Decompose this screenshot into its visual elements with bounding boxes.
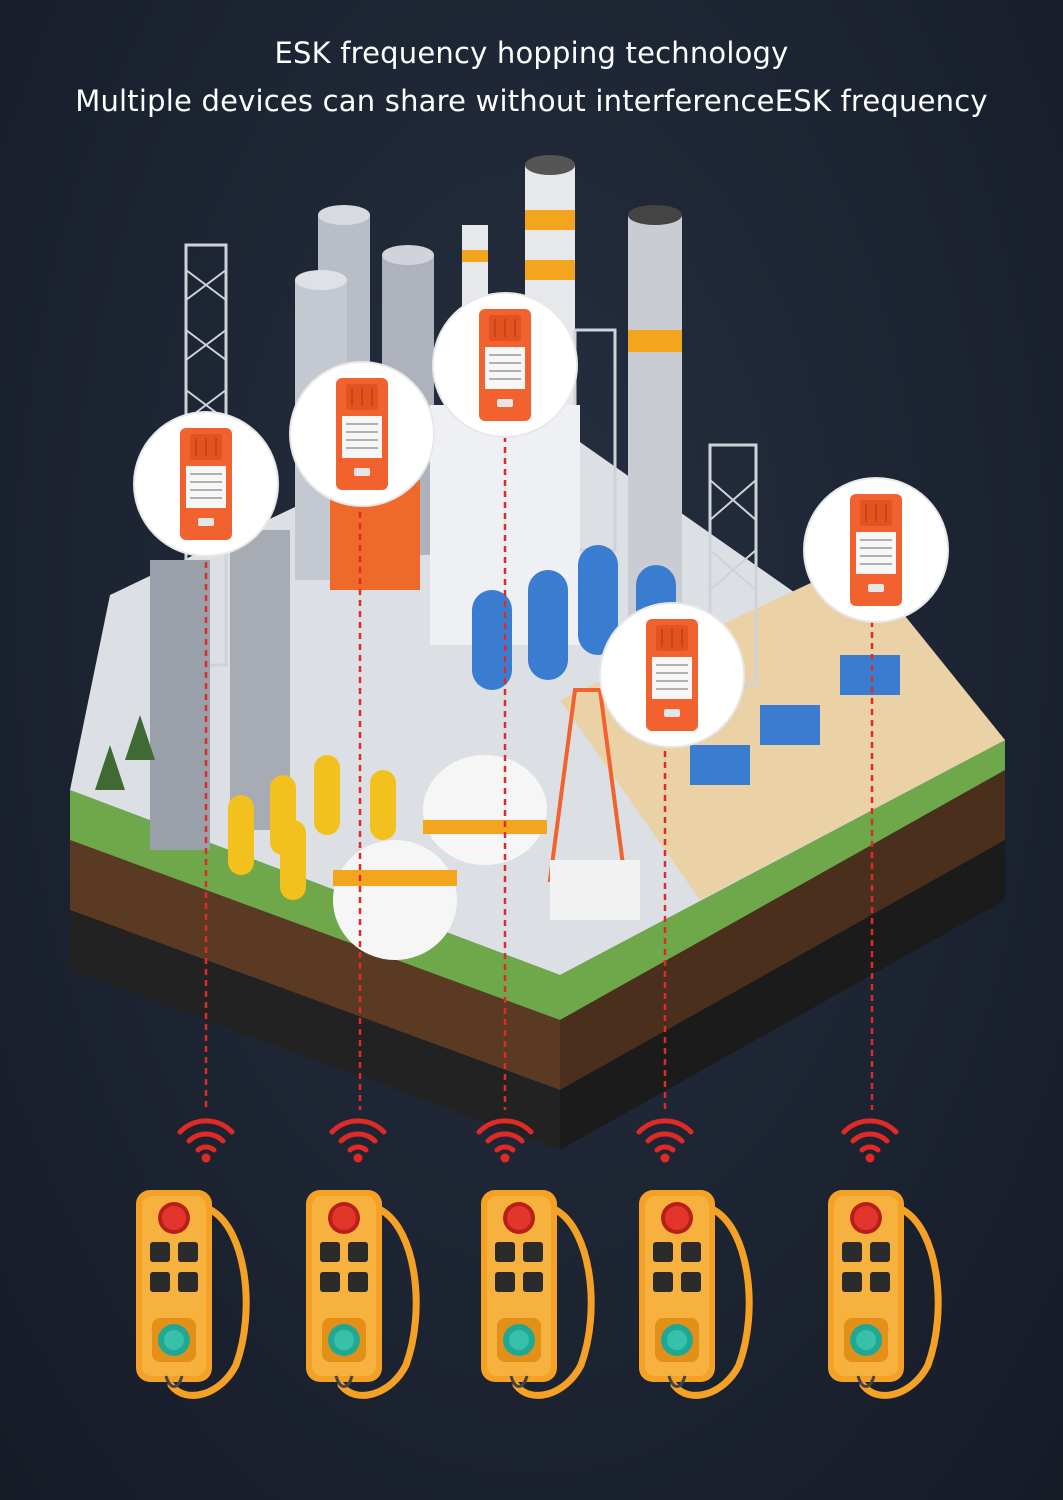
receiver-5-icon [803,477,949,623]
signal-lines [204,425,874,1110]
remote-control-3-icon [481,1190,591,1395]
headline-line-2: Multiple devices can share without inter… [75,84,988,118]
wifi-signal-2-icon [332,1121,384,1163]
receiver-4-icon [599,602,745,748]
remote-control-4-icon [639,1190,749,1395]
wifi-signal-1-icon [180,1121,232,1163]
headline-line-1: ESK frequency hopping technology [274,36,789,70]
remote-control-5-icon [828,1190,938,1395]
remote-control-1-icon [136,1190,246,1395]
remote-control-2-icon [306,1190,416,1395]
wifi-signal-5-icon [844,1121,896,1163]
receiver-2-icon [289,361,435,507]
receiver-1-icon [133,411,279,557]
receiver-3-icon [432,292,578,438]
wifi-signal-4-icon [639,1121,691,1163]
